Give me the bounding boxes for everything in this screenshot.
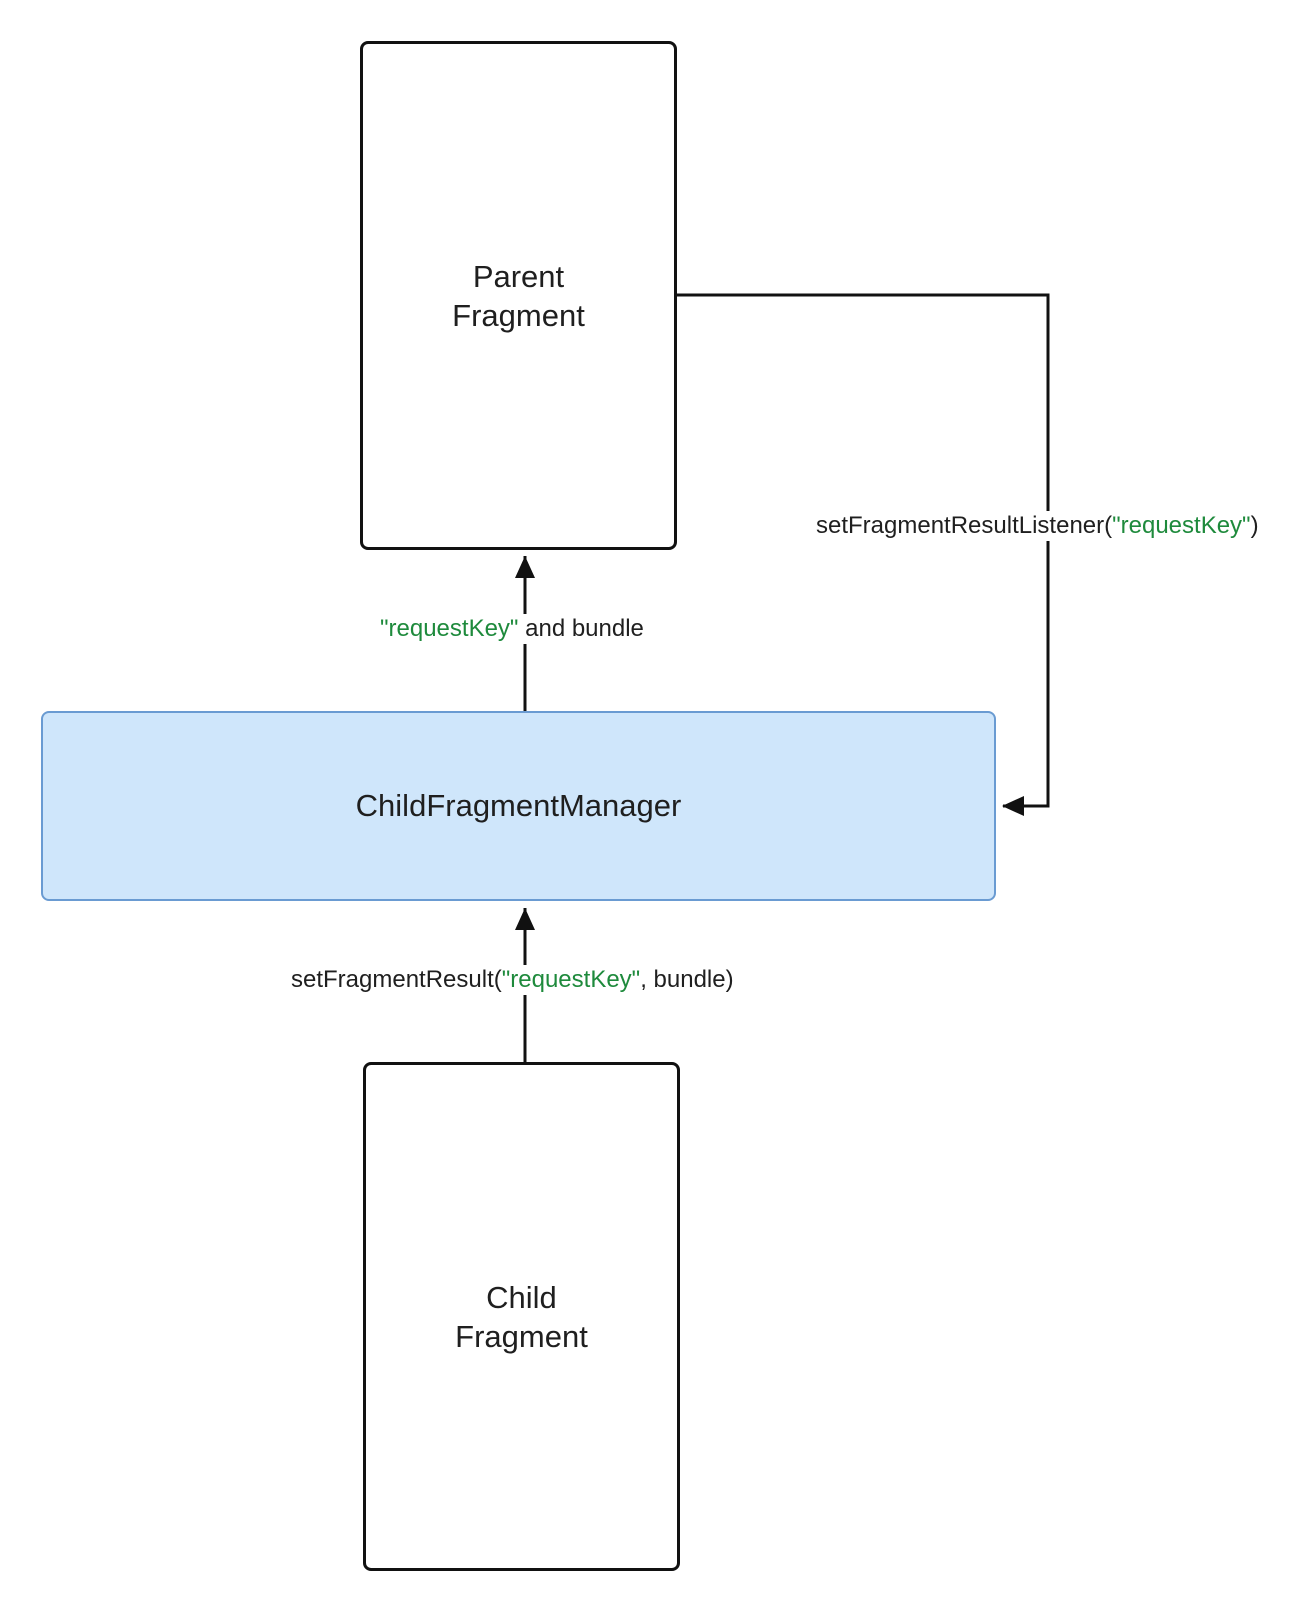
child-fragment-box: Child Fragment	[363, 1062, 680, 1571]
child-fragment-label-line1: Child	[486, 1279, 557, 1315]
arrow-parent-to-manager	[677, 293, 1050, 808]
arrow-head-manager-to-parent	[515, 556, 535, 578]
edge-label-request-key: "requestKey"	[380, 615, 519, 642]
edge-label-listener-prefix: setFragmentResultListener(	[816, 512, 1113, 539]
parent-fragment-box: Parent Fragment	[360, 41, 677, 550]
arrow-head-child-to-manager	[515, 908, 535, 930]
edge-label-set-fragment-result: setFragmentResult("requestKey", bundle)	[291, 965, 734, 995]
edge-label-listener-suffix: )	[1250, 512, 1259, 539]
edge-label-set-result-prefix: setFragmentResult(	[291, 966, 502, 993]
child-fragment-label-line2: Fragment	[455, 1318, 588, 1354]
parent-fragment-label-line1: Parent	[472, 258, 565, 294]
edge-label-listener-key: "requestKey"	[1112, 512, 1251, 539]
edge-label-request-key-and-bundle: "requestKey" and bundle	[380, 614, 644, 644]
child-fragment-label: Child Fragment	[455, 1278, 588, 1356]
arrow-head-parent-to-manager	[1002, 796, 1024, 816]
edge-label-set-result-key: "requestKey"	[501, 966, 641, 993]
parent-fragment-label: Parent Fragment	[452, 257, 585, 335]
parent-fragment-label-line2: Fragment	[452, 297, 585, 333]
child-fragment-manager-label: ChildFragmentManager	[355, 788, 682, 823]
edge-label-and-bundle: and bundle	[518, 615, 644, 642]
edge-label-set-fragment-result-listener: setFragmentResultListener("requestKey")	[816, 511, 1259, 541]
child-fragment-manager-box: ChildFragmentManager	[41, 711, 996, 901]
edge-label-set-result-suffix: , bundle)	[640, 966, 734, 993]
